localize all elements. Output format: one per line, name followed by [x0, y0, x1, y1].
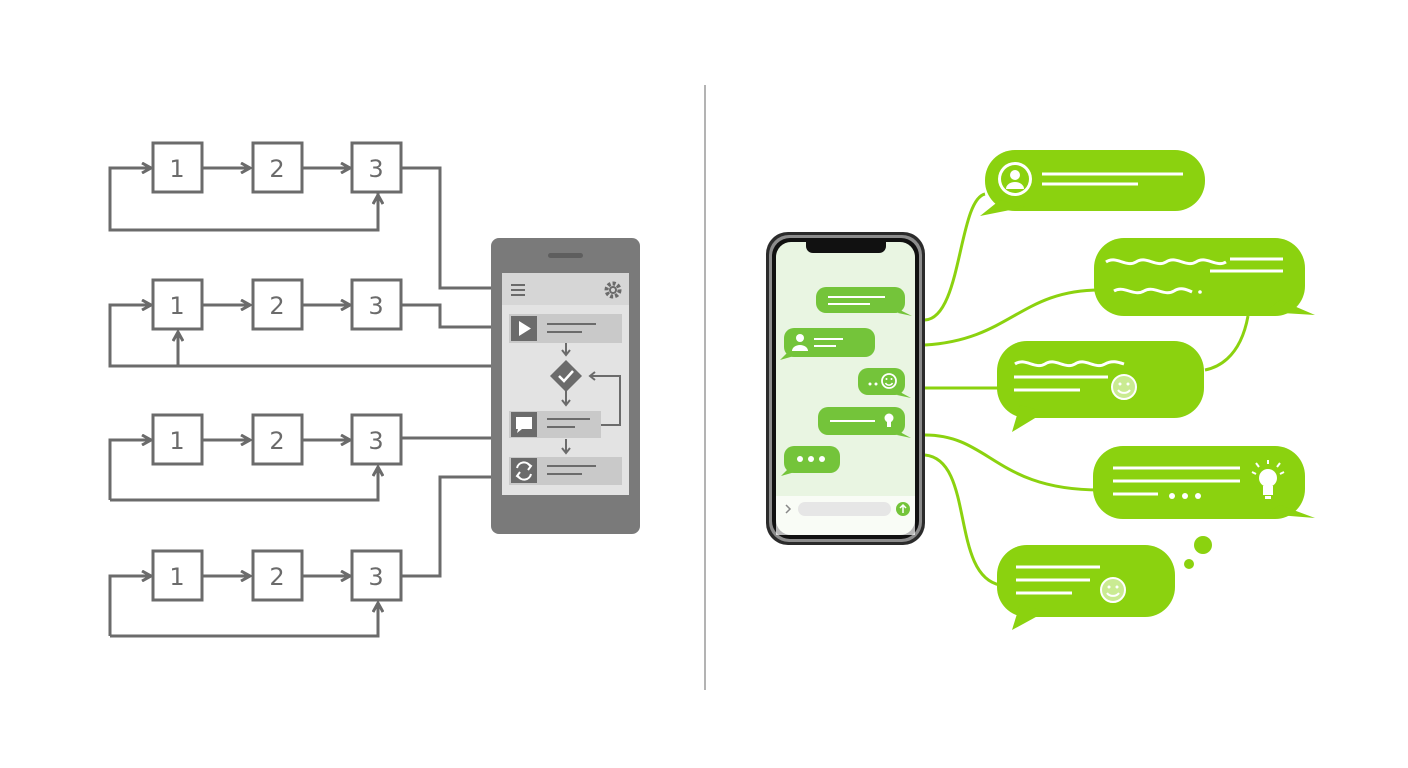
speech-bubble-reply [997, 545, 1175, 630]
smiley-icon [1100, 577, 1126, 603]
speech-bubble-idea [1093, 446, 1315, 519]
connector-lines [924, 192, 1250, 587]
process-flows [108, 141, 492, 638]
menu-icon[interactable] [511, 284, 525, 296]
smiley-icon [1111, 374, 1137, 400]
lightbulb-icon [884, 413, 894, 427]
thought-dot [1194, 536, 1212, 554]
speech-bubble-wavy [1094, 238, 1315, 316]
play-icon[interactable] [519, 321, 531, 336]
send-icon[interactable] [896, 502, 910, 516]
flow-3 [108, 413, 492, 502]
speech-bubbles [980, 150, 1315, 630]
flow-3-step-3-label: 3 [368, 427, 383, 455]
flow-2-step-box [251, 278, 304, 331]
flow-4-step-1-label: 1 [169, 563, 184, 591]
user-icon [792, 334, 808, 351]
flow-2-step-2-label: 2 [269, 292, 284, 320]
smiley-icon [881, 373, 897, 389]
phone-message-bubble [818, 407, 911, 438]
refresh-icon[interactable] [515, 461, 533, 481]
thought-dot [1184, 559, 1194, 569]
step-labels: 1 2 3 1 2 3 1 2 3 1 2 3 [169, 155, 383, 591]
speech-bubble-emoji [997, 341, 1204, 432]
flow-4-step-box [151, 549, 204, 602]
smartphone [766, 232, 925, 545]
flow-2 [108, 278, 492, 368]
phone-message-bubble [780, 328, 875, 360]
flow-1 [108, 141, 492, 290]
chat-icon[interactable] [516, 417, 532, 433]
flow-2-step-box [151, 278, 204, 331]
phone-typing-bubble [781, 446, 840, 476]
flow-1-step-box [350, 141, 403, 194]
message-input[interactable] [798, 502, 891, 516]
flow-1-step-box [251, 141, 304, 194]
flow-1-step-box [151, 141, 204, 194]
phone-message-bubble [858, 368, 911, 398]
phone-message-bubble [816, 287, 912, 316]
flow-1-step-1-label: 1 [169, 155, 184, 183]
flow-2-step-3-label: 3 [368, 292, 383, 320]
check-diamond-icon [550, 360, 582, 392]
flow-3-step-1-label: 1 [169, 427, 184, 455]
flow-3-step-box [251, 413, 304, 466]
user-icon [998, 162, 1032, 196]
flow-2-step-1-label: 1 [169, 292, 184, 320]
flow-4-step-2-label: 2 [269, 563, 284, 591]
gray-phone [491, 238, 640, 534]
flow-1-step-2-label: 2 [269, 155, 284, 183]
flow-3-step-2-label: 2 [269, 427, 284, 455]
chevron-right-icon[interactable] [785, 504, 792, 514]
flow-4-step-box [251, 549, 304, 602]
speech-bubble-profile [980, 150, 1205, 216]
gear-icon[interactable] [604, 281, 622, 299]
flow-3-step-box [151, 413, 204, 466]
flow-1-step-3-label: 3 [368, 155, 383, 183]
flow-4 [108, 475, 492, 638]
lightbulb-icon [1251, 460, 1285, 499]
flow-4-step-3-label: 3 [368, 563, 383, 591]
